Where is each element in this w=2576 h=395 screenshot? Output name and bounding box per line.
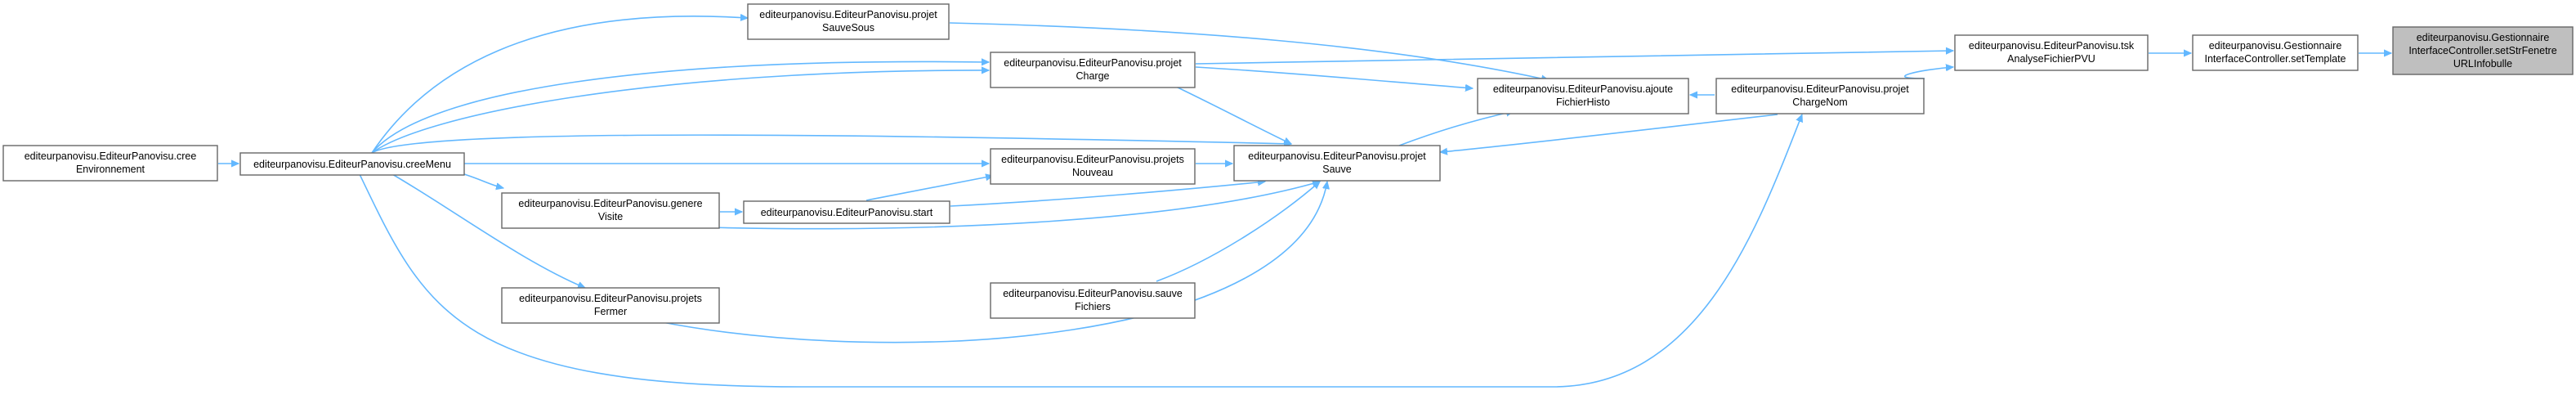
node-label-line: editeurpanovisu.EditeurPanovisu.projet — [1248, 150, 1426, 162]
edge-start-to-projetsnouveau — [865, 176, 993, 201]
node-start[interactable]: editeurpanovisu.EditeurPanovisu.start — [743, 200, 950, 224]
edge-creemenu-to-projetsauve — [371, 134, 1291, 154]
edge-projetcharge-to-tskanalyse — [1195, 51, 1953, 65]
node-label-line: SauveSous — [822, 22, 874, 34]
nodes: editeurpanovisu.Gestionnaire InterfaceCo… — [2, 3, 2574, 324]
node-projetsfermer[interactable]: editeurpanovisu.EditeurPanovisu.projets … — [501, 287, 720, 324]
node-label-line: InterfaceController.setTemplate — [2204, 53, 2346, 65]
node-projetchargenom[interactable]: editeurpanovisu.EditeurPanovisu.projet C… — [1715, 78, 1925, 114]
node-tskanalysefichierpvu[interactable]: editeurpanovisu.EditeurPanovisu.tsk Anal… — [1954, 34, 2149, 71]
edge-creemenu-to-projetchargenom — [359, 114, 1802, 388]
node-label-line: AnalyseFichierPVU — [2007, 53, 2095, 65]
node-label-line: editeurpanovisu.EditeurPanovisu.genere — [518, 198, 702, 209]
node-label-line: InterfaceController.setStrFenetre — [2408, 45, 2556, 56]
edge-creemenu-to-projetsauvesous — [371, 16, 748, 154]
node-label-line: editeurpanovisu.EditeurPanovisu.start — [761, 207, 933, 218]
edge-projetcharge-to-projetsauve — [1158, 78, 1291, 145]
edge-start-to-projetsauve — [950, 182, 1265, 207]
node-label-line: ChargeNom — [1792, 97, 1847, 108]
node-setstrfenetreurlinfobulle[interactable]: editeurpanovisu.Gestionnaire InterfaceCo… — [2392, 26, 2574, 75]
edge-projetcharge-to-ajoutefichierhisto — [1195, 66, 1473, 88]
node-creeenvironnement[interactable]: editeurpanovisu.EditeurPanovisu.cree Env… — [2, 145, 218, 182]
node-label-line: editeurpanovisu.EditeurPanovisu.tsk — [1969, 40, 2135, 52]
node-projetsnouveau[interactable]: editeurpanovisu.EditeurPanovisu.projets … — [990, 148, 1196, 185]
node-label-line: editeurpanovisu.EditeurPanovisu.creeMenu — [253, 159, 451, 170]
edge-projetsauve-to-ajoutefichierhisto — [1398, 111, 1514, 146]
node-label-line: Visite — [598, 211, 623, 222]
node-label-line: editeurpanovisu.Gestionnaire — [2209, 40, 2342, 52]
node-label-line: URLInfobulle — [2453, 58, 2512, 70]
node-creemenu[interactable]: editeurpanovisu.EditeurPanovisu.creeMenu — [239, 152, 465, 176]
node-label-line: editeurpanovisu.EditeurPanovisu.projets — [1001, 154, 1184, 165]
node-settemplate[interactable]: editeurpanovisu.Gestionnaire InterfaceCo… — [2192, 34, 2359, 71]
node-label-line: editeurpanovisu.EditeurPanovisu.projets — [519, 293, 702, 304]
node-generevisite[interactable]: editeurpanovisu.EditeurPanovisu.genere V… — [501, 192, 720, 229]
edge-projetsauvesous-to-ajoutefichierhisto — [949, 22, 1549, 80]
node-projetsauvesous[interactable]: editeurpanovisu.EditeurPanovisu.projet S… — [747, 3, 950, 40]
edge-sauvefichiers-to-projetsauve — [1156, 182, 1320, 282]
node-label-line: Fermer — [594, 306, 627, 317]
node-label-line: Charge — [1076, 70, 1110, 82]
node-label-line: Nouveau — [1072, 167, 1113, 178]
node-label-line: Environnement — [76, 164, 145, 175]
node-label-line: FichierHisto — [1556, 97, 1610, 108]
edge-creemenu-to-projetcharge — [371, 61, 989, 154]
node-label-line: editeurpanovisu.EditeurPanovisu.ajoute — [1493, 83, 1673, 95]
node-label-line: editeurpanovisu.EditeurPanovisu.projet — [1004, 57, 1182, 69]
edge-projetchargenom-to-tskanalyse — [1903, 67, 1953, 79]
node-label-line: editeurpanovisu.EditeurPanovisu.projet — [1731, 83, 1909, 95]
edge-projetchargenom-to-projetsauve — [1440, 114, 1778, 152]
node-label-line: Sauve — [1322, 164, 1351, 175]
node-ajoutefichierhisto[interactable]: editeurpanovisu.EditeurPanovisu.ajoute F… — [1477, 78, 1689, 114]
node-label-line: editeurpanovisu.EditeurPanovisu.projet — [759, 9, 937, 20]
node-label-line: editeurpanovisu.EditeurPanovisu.sauve — [1003, 288, 1183, 299]
edge-generevisite-to-projetsauve — [706, 182, 1320, 230]
edge-creemenu-to-projetcharge-2 — [371, 70, 989, 154]
node-label-line: editeurpanovisu.Gestionnaire — [2417, 32, 2550, 43]
node-sauvefichiers[interactable]: editeurpanovisu.EditeurPanovisu.sauve Fi… — [990, 282, 1196, 319]
edge-projetsfermer-to-projetsauve — [657, 182, 1327, 343]
node-label-line: editeurpanovisu.EditeurPanovisu.cree — [25, 150, 197, 162]
edges — [218, 16, 2391, 388]
node-label-line: Fichiers — [1075, 301, 1111, 312]
edge-creemenu-to-projetsfermer — [391, 173, 585, 289]
edge-creemenu-to-generevisite — [463, 173, 503, 188]
node-projetsauve[interactable]: editeurpanovisu.EditeurPanovisu.projet S… — [1233, 145, 1441, 182]
node-projetcharge[interactable]: editeurpanovisu.EditeurPanovisu.projet C… — [990, 52, 1196, 88]
